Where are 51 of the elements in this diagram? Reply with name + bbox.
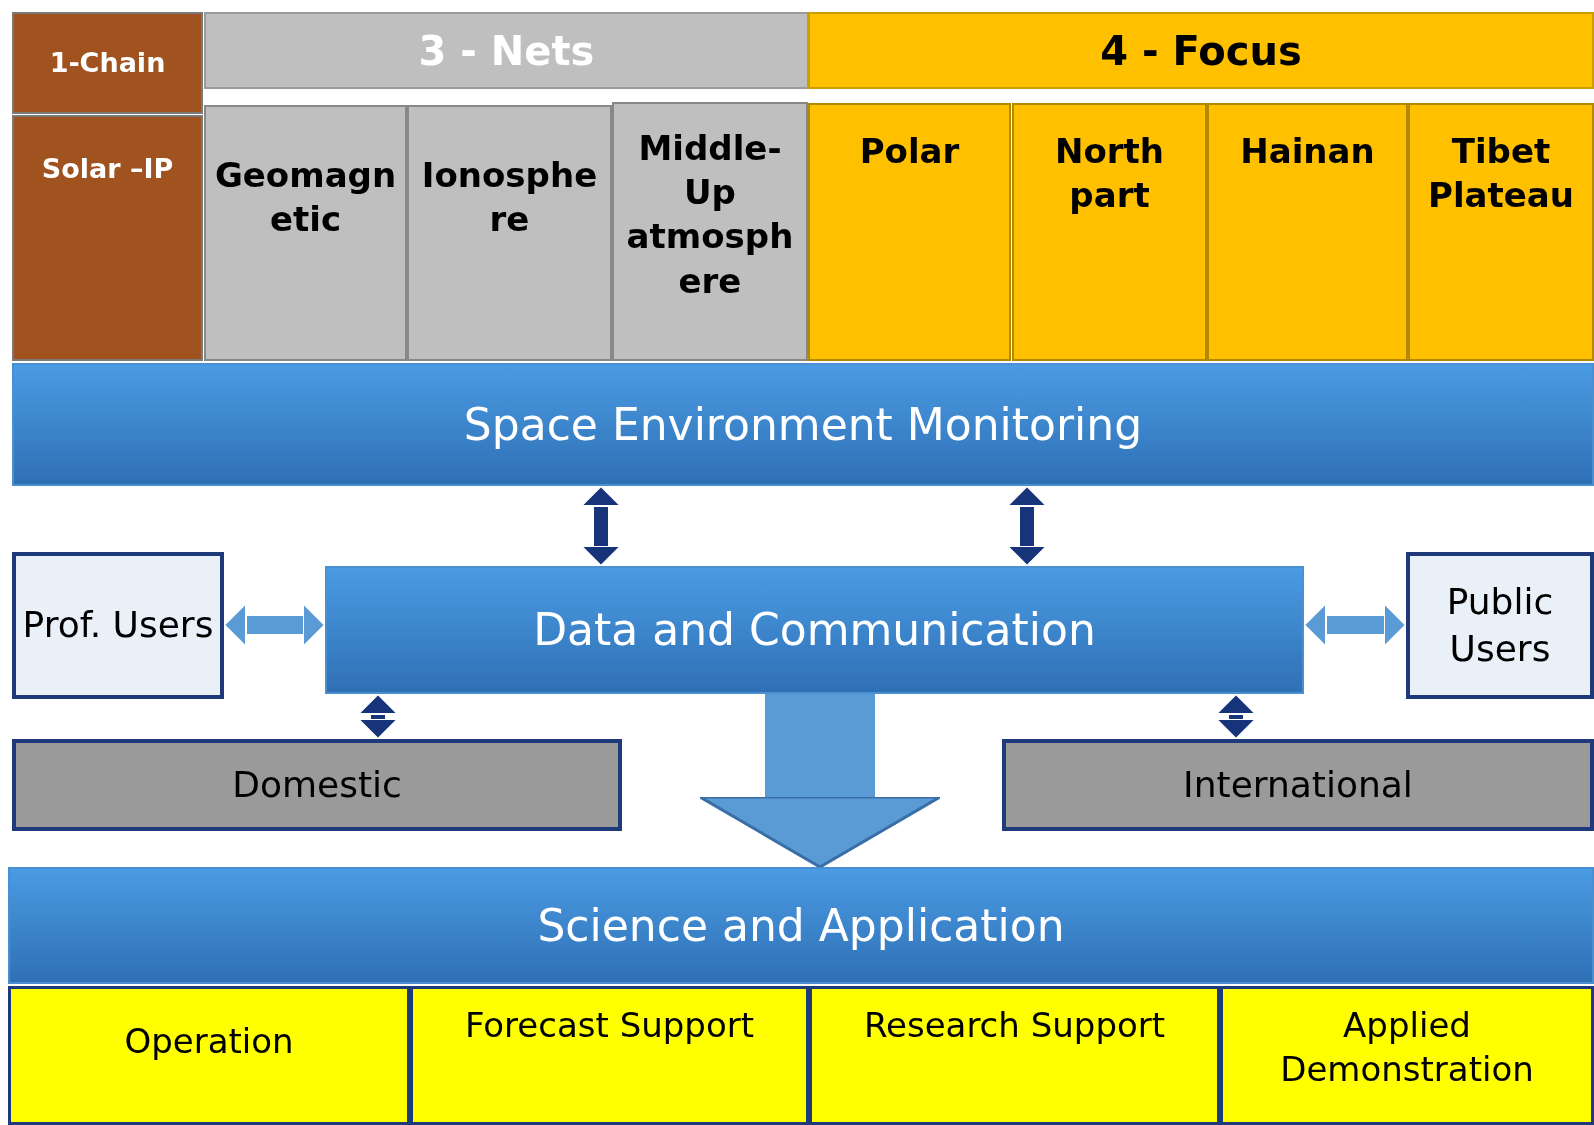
application-cell <box>1220 986 1594 1125</box>
box-label: 4 - Focus <box>1100 26 1302 76</box>
double-arrow <box>223 602 326 648</box>
box-label: Prof. Users <box>22 603 214 648</box>
box-label: Middle- Up atmosph ere <box>625 127 795 303</box>
box-label: Ionosphe re <box>420 154 599 242</box>
domestic-bar <box>12 739 622 831</box>
application-cell <box>410 986 809 1125</box>
box-label: Data and Communication <box>533 603 1096 658</box>
double-arrow <box>580 485 622 567</box>
box-label: 3 - Nets <box>418 26 595 76</box>
box-label: Geomagn etic <box>213 154 398 242</box>
application-cell <box>809 986 1220 1125</box>
box-label: International <box>1183 762 1413 807</box>
box-label: Operation <box>124 1020 294 1063</box>
chain-label-cell <box>12 12 203 114</box>
double-arrow <box>1303 602 1407 648</box>
box-label: Public Users <box>1445 579 1555 671</box>
box-label: Forecast Support <box>464 1004 755 1047</box>
application-band <box>8 867 1594 984</box>
box-label: Tibet Plateau <box>1427 130 1575 218</box>
box-label: Domestic <box>232 762 402 807</box>
box-label: Space Environment Monitoring <box>463 397 1143 452</box>
box-label: Science and Application <box>537 898 1065 953</box>
block-arrow <box>698 694 942 869</box>
region-cell <box>1207 103 1408 361</box>
users-box <box>1406 552 1594 699</box>
box-label: Hainan <box>1240 130 1375 173</box>
box-label: Research Support <box>863 1004 1166 1047</box>
double-arrow <box>357 693 399 740</box>
box-label: Polar <box>859 130 960 173</box>
nets-header <box>204 12 809 89</box>
box-label: 1-Chain <box>49 46 166 81</box>
international-bar <box>1002 739 1594 831</box>
box-label: Solar –IP <box>41 152 174 186</box>
region-cell <box>1408 103 1594 361</box>
network-cell <box>407 105 612 361</box>
double-arrow <box>1215 693 1257 740</box>
data-communication-band <box>325 566 1304 694</box>
users-box <box>12 552 224 699</box>
region-cell <box>808 103 1011 361</box>
network-cell <box>204 105 407 361</box>
box-label: Applied Demonstration <box>1279 1004 1535 1092</box>
monitoring-band <box>12 363 1594 486</box>
double-arrow <box>1006 485 1048 567</box>
box-label: North part <box>1053 130 1165 218</box>
region-cell <box>1012 103 1207 361</box>
focus-header <box>808 12 1594 89</box>
application-cell <box>8 986 410 1125</box>
solar-ip-cell <box>12 115 203 361</box>
network-cell <box>612 102 808 361</box>
